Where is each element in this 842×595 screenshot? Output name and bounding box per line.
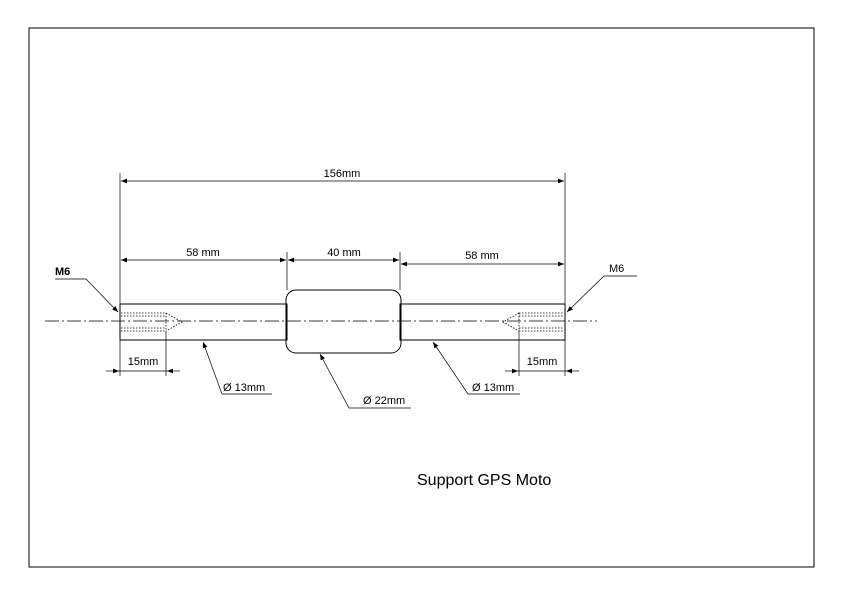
extension-lines bbox=[119, 173, 566, 376]
left-shaft-diameter-label: Ø 13mm bbox=[223, 382, 265, 394]
right-thread-depth-label: 15mm bbox=[527, 356, 558, 368]
right-thread-label: M6 bbox=[609, 263, 624, 275]
middle-section-label: 40 mm bbox=[327, 247, 361, 259]
thread-callouts: M6 M6 bbox=[55, 263, 637, 313]
right-shaft-diameter-label: Ø 13mm bbox=[472, 382, 514, 394]
diameter-leaders: Ø 13mm Ø 22mm Ø 13mm bbox=[202, 341, 520, 409]
center-diameter-label: Ø 22mm bbox=[363, 395, 405, 407]
drawing-title: Support GPS Moto bbox=[417, 472, 551, 489]
left-thread-label: M6 bbox=[55, 266, 70, 278]
drawing-border bbox=[28, 27, 815, 568]
right-section-label: 58 mm bbox=[465, 250, 499, 262]
section-dimensions: 58 mm 40 mm 58 mm bbox=[121, 247, 564, 267]
thread-depth-dimensions: 15mm 15mm bbox=[106, 356, 579, 374]
right-tapped-hole bbox=[502, 312, 564, 332]
overall-length-label: 156mm bbox=[324, 168, 361, 180]
left-shaft bbox=[119, 303, 288, 341]
shaft-part bbox=[45, 289, 597, 354]
center-boss bbox=[285, 289, 402, 354]
overall-length-dimension: 156mm bbox=[121, 168, 564, 184]
right-shaft bbox=[399, 303, 566, 341]
left-thread-depth-label: 15mm bbox=[128, 356, 159, 368]
left-section-label: 58 mm bbox=[186, 247, 220, 259]
left-tapped-hole bbox=[121, 312, 183, 332]
